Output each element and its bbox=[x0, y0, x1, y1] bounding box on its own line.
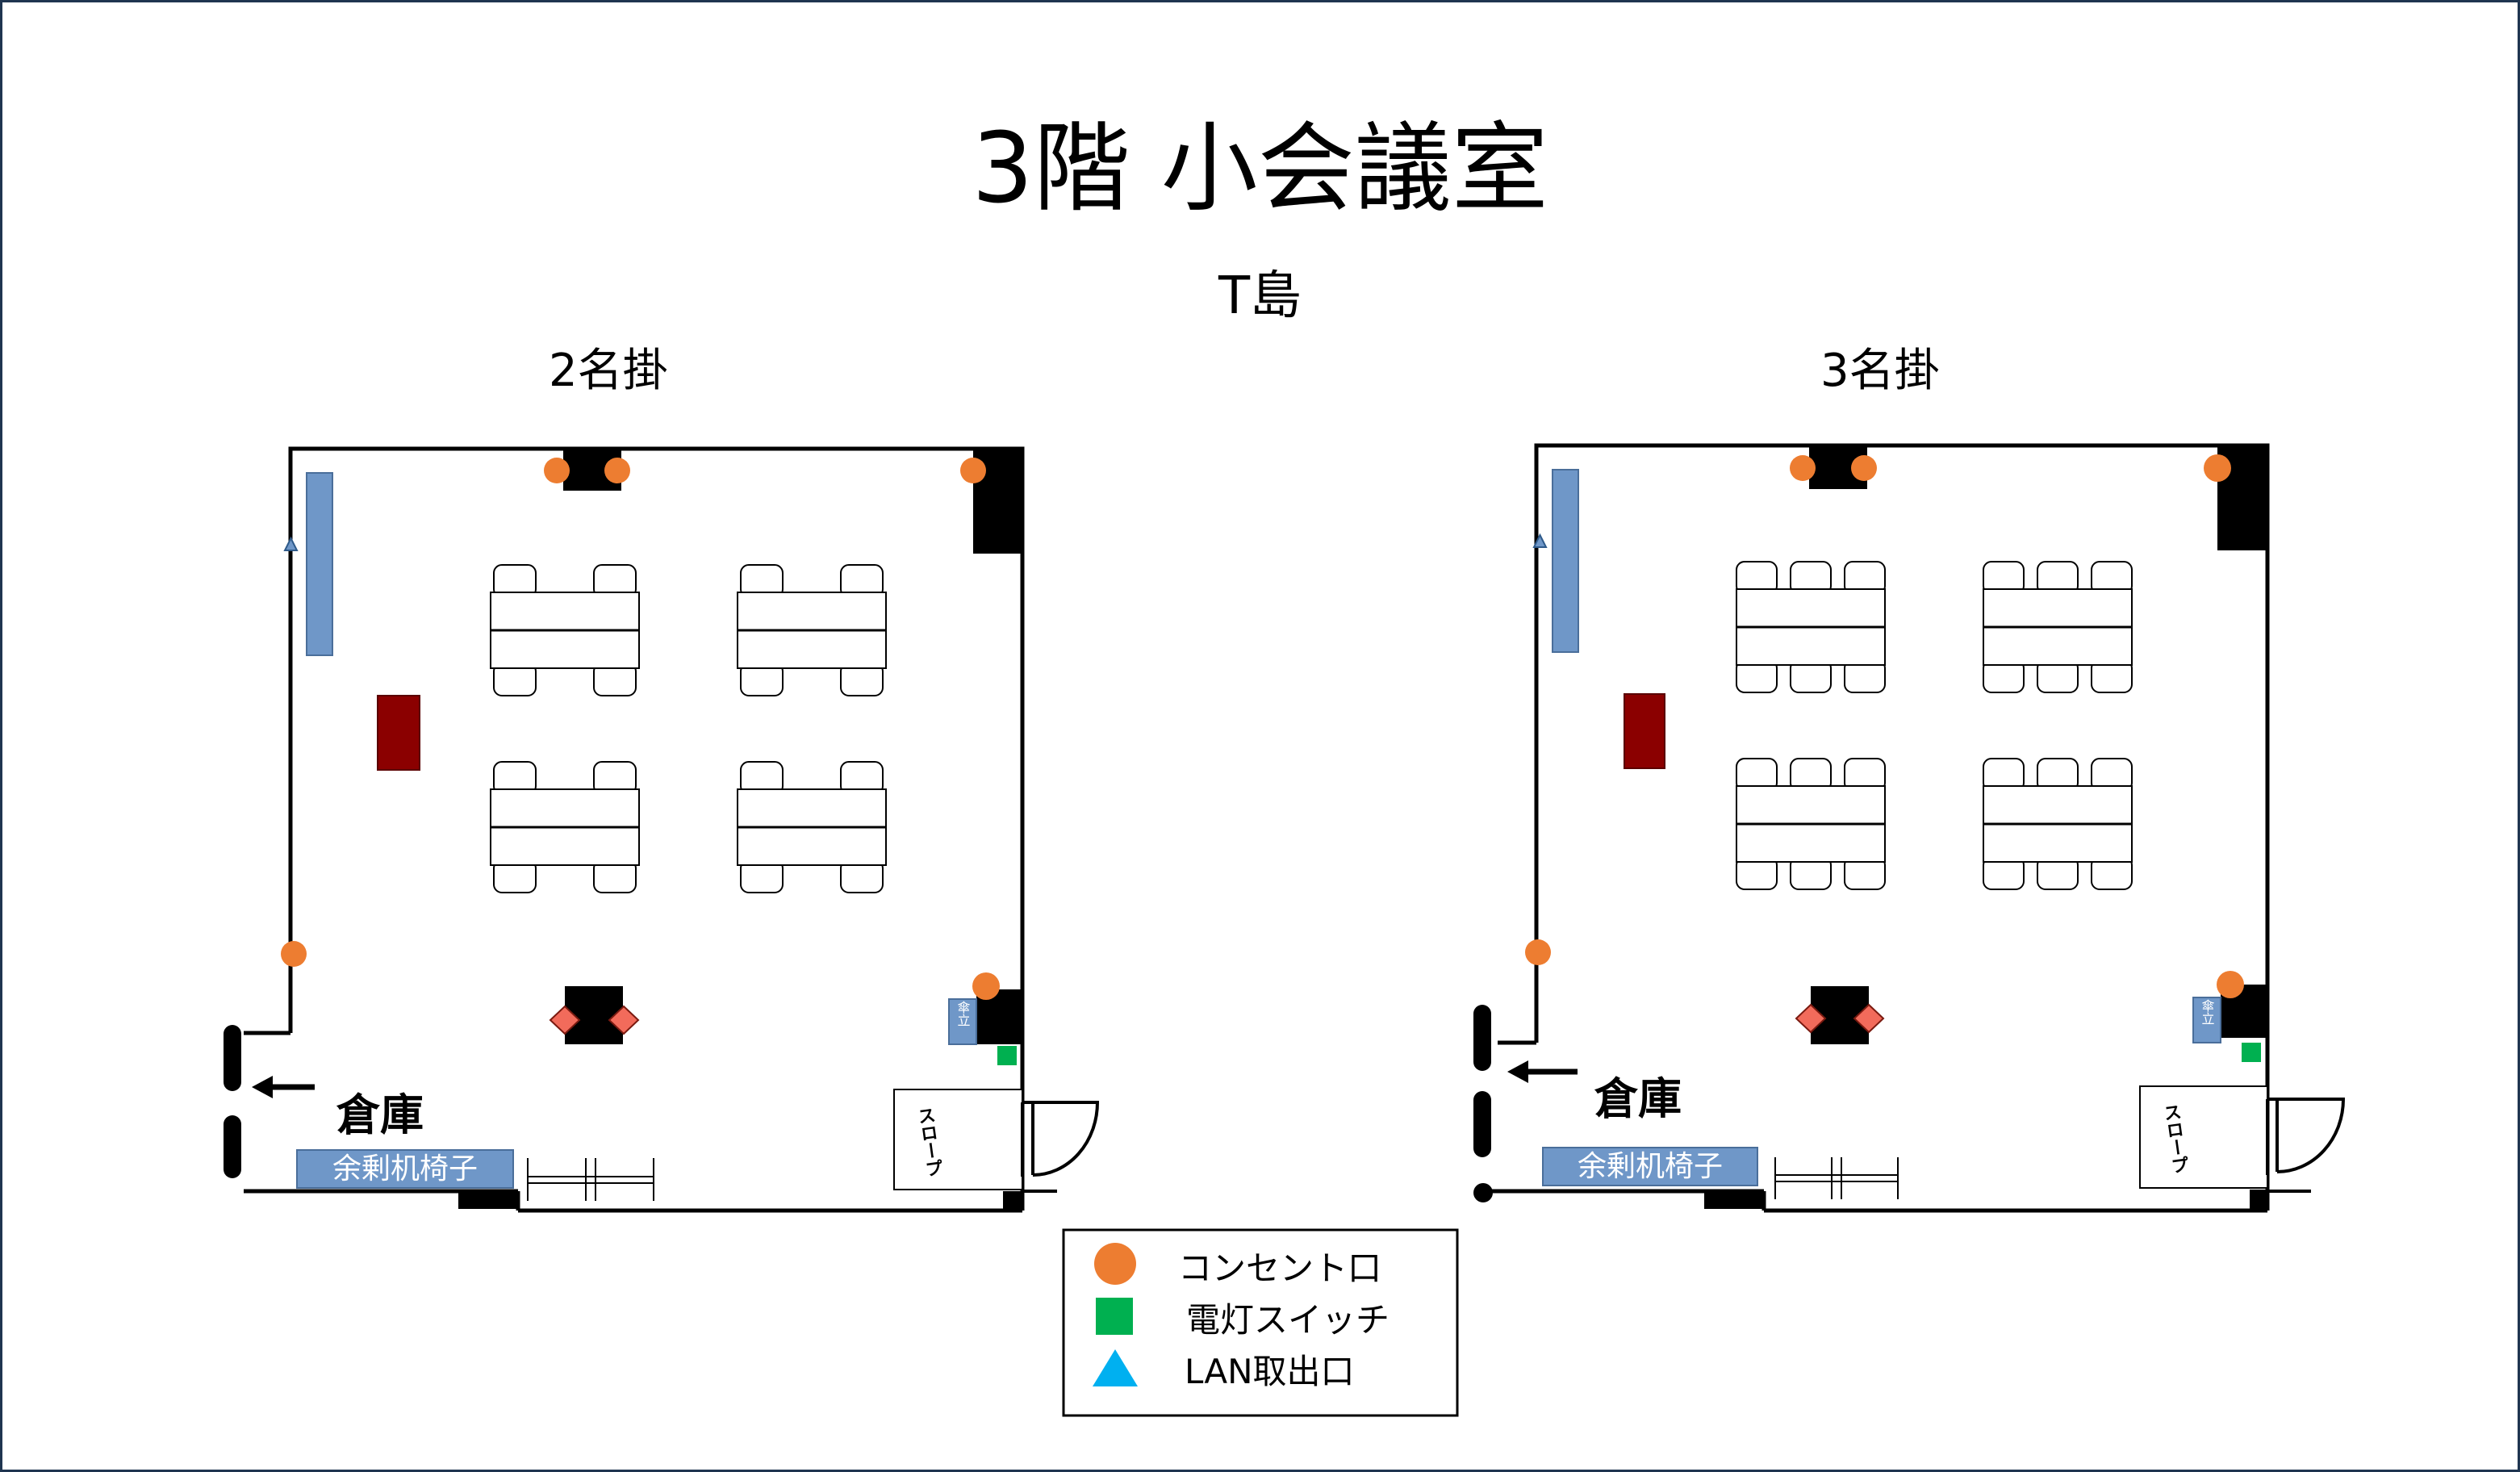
spare-furniture bbox=[1542, 1147, 1758, 1186]
table-groups bbox=[1736, 561, 2133, 890]
desk bbox=[1736, 823, 1886, 863]
table-group bbox=[490, 761, 640, 893]
storage-label: 倉庫 bbox=[1594, 1073, 1682, 1124]
lan-port-icon bbox=[283, 536, 299, 551]
storage-door-mark bbox=[224, 1115, 241, 1178]
floor-outlet-icon bbox=[1853, 1003, 1885, 1034]
entrance-door[interactable] bbox=[2266, 1098, 2346, 1193]
wall-column bbox=[2250, 1190, 2267, 1211]
desk bbox=[737, 592, 887, 631]
desk bbox=[1736, 588, 1886, 628]
outlet-icon bbox=[1790, 455, 1816, 481]
light-switch-icon bbox=[1096, 1298, 1133, 1335]
arrow-left-icon bbox=[1507, 1060, 1578, 1083]
table-group bbox=[1983, 758, 2133, 890]
light-switch-icon bbox=[997, 1046, 1017, 1065]
desk bbox=[1983, 823, 2133, 863]
desk bbox=[737, 788, 887, 828]
legend-label-lan: LAN取出口 bbox=[1185, 1352, 1355, 1391]
legend-label-switch: 電灯スイッチ bbox=[1186, 1300, 1390, 1340]
spare-furniture-label: 余剰机椅子 bbox=[332, 1152, 478, 1186]
floor-outlet-icon bbox=[549, 1005, 581, 1035]
umbrella-stand-label: 傘立 bbox=[955, 1001, 971, 1027]
floor-outlet-icon bbox=[608, 1005, 640, 1035]
window bbox=[1774, 1157, 1899, 1199]
outlet-icon bbox=[1525, 939, 1551, 965]
spare-furniture-label: 余剰机椅子 bbox=[1578, 1150, 1723, 1183]
light-switch-icon bbox=[2242, 1043, 2261, 1062]
table-groups bbox=[490, 564, 887, 893]
desk bbox=[1736, 785, 1886, 825]
outlet-icon bbox=[2204, 454, 2231, 482]
floor-plan-2-seat: 倉庫 傘立 スロープ 余剰机椅子 bbox=[224, 446, 1100, 1213]
outlet-icon bbox=[972, 972, 1000, 1000]
table-group bbox=[737, 564, 887, 696]
storage-door-mark bbox=[1473, 1183, 1493, 1202]
plan-3-seat-heading: 3名掛 bbox=[1820, 345, 1940, 397]
desk bbox=[490, 788, 640, 828]
legend: コンセント口 電灯スイッチ LAN取出口 bbox=[1062, 1228, 1459, 1417]
outlet-icon bbox=[281, 941, 307, 967]
wall-column bbox=[1704, 1190, 1762, 1209]
table-group bbox=[737, 761, 887, 893]
table-group bbox=[490, 564, 640, 696]
spare-furniture bbox=[296, 1149, 514, 1189]
desk bbox=[737, 826, 887, 866]
lan-port-icon bbox=[1532, 533, 1548, 548]
cabinet bbox=[377, 695, 420, 771]
outlet-icon bbox=[544, 458, 570, 483]
table-group bbox=[1983, 561, 2133, 693]
outlet-icon bbox=[1851, 455, 1877, 481]
desk bbox=[737, 629, 887, 669]
outlet-icon bbox=[2217, 971, 2244, 998]
wall-column bbox=[458, 1191, 516, 1209]
window bbox=[527, 1158, 654, 1201]
umbrella-stand-label: 傘立 bbox=[2200, 999, 2215, 1025]
slope bbox=[893, 1089, 1023, 1190]
desk bbox=[490, 629, 640, 669]
wall-shelf bbox=[306, 472, 333, 656]
wall-column bbox=[1003, 1191, 1022, 1211]
umbrella-stand bbox=[948, 998, 977, 1045]
cabinet bbox=[1624, 693, 1665, 769]
desk bbox=[1983, 588, 2133, 628]
floor-plan-3-seat: 倉庫 傘立 スロープ 余剰机椅子 bbox=[1473, 443, 2346, 1213]
outlet-icon bbox=[960, 458, 986, 483]
desk bbox=[1736, 626, 1886, 666]
entrance-door[interactable] bbox=[1021, 1101, 1100, 1193]
legend-label-outlet: コンセント口 bbox=[1178, 1248, 1381, 1288]
storage-label: 倉庫 bbox=[336, 1089, 424, 1140]
plan-2-seat-heading: 2名掛 bbox=[549, 345, 668, 397]
floor-outlet-icon bbox=[1795, 1003, 1827, 1034]
umbrella-stand bbox=[2192, 997, 2221, 1043]
desk bbox=[490, 592, 640, 631]
desk bbox=[1983, 785, 2133, 825]
table-group bbox=[1736, 561, 1886, 693]
storage-door-mark bbox=[1473, 1005, 1491, 1071]
outlet-icon bbox=[1094, 1243, 1136, 1285]
table-group bbox=[1736, 758, 1886, 890]
desk bbox=[1983, 626, 2133, 666]
desk bbox=[490, 826, 640, 866]
wall-shelf bbox=[1552, 469, 1579, 653]
layout-subtitle: T島 bbox=[1218, 266, 1302, 326]
outlet-icon bbox=[604, 458, 630, 483]
storage-door-mark bbox=[1473, 1091, 1491, 1157]
lan-port-icon bbox=[1093, 1349, 1138, 1386]
storage-door-mark bbox=[224, 1025, 241, 1091]
slope bbox=[2139, 1085, 2268, 1189]
arrow-left-icon bbox=[252, 1076, 315, 1098]
page-title: 3階 小会議室 bbox=[972, 113, 1548, 225]
